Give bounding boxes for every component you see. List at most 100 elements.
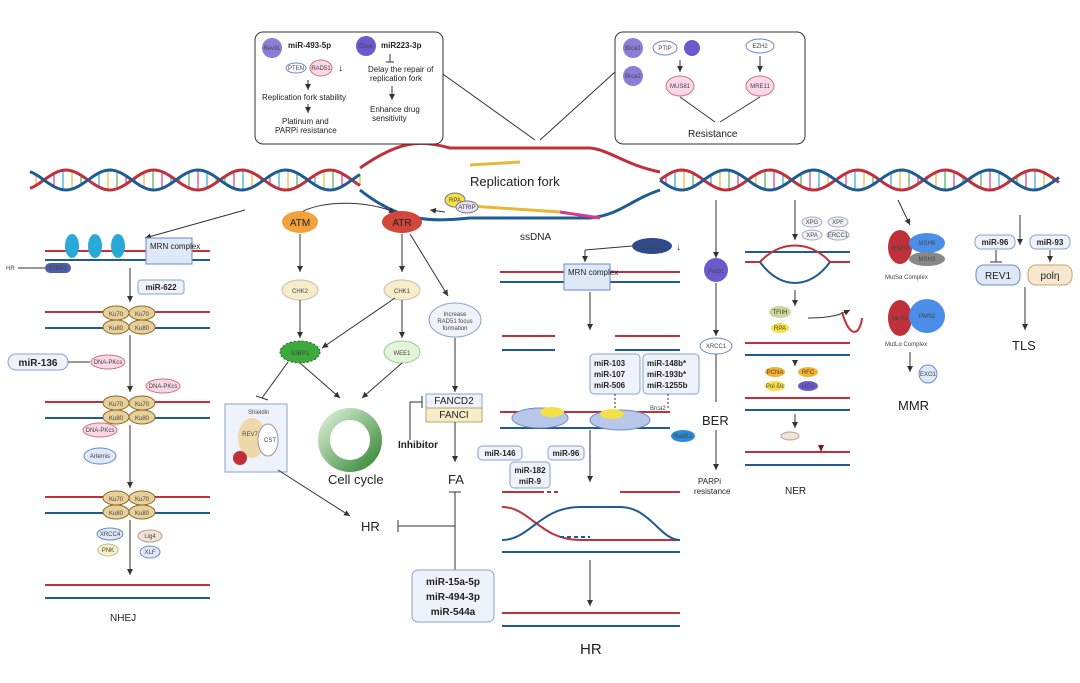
- mrn-complex-label: MRN complex: [150, 242, 200, 251]
- svg-text:miR-96: miR-96: [982, 238, 1009, 247]
- svg-text:PMS2: PMS2: [919, 314, 936, 320]
- svg-text:replication fork: replication fork: [370, 74, 423, 83]
- svg-text:MutLα Complex: MutLα Complex: [885, 342, 927, 348]
- svg-text:miR-193b*: miR-193b*: [647, 370, 687, 379]
- ber-pathway: Parp1 XRCC1 BER PARPi resistance: [694, 200, 733, 496]
- svg-text:LIG1: LIG1: [801, 384, 815, 390]
- svg-text:Replication fork stability: Replication fork stability: [262, 93, 346, 102]
- svg-text:Lig4: Lig4: [144, 534, 156, 540]
- svg-text:EXO1: EXO1: [920, 372, 937, 378]
- svg-text:Ku70: Ku70: [135, 402, 150, 408]
- svg-text:Ku80: Ku80: [109, 416, 124, 422]
- svg-text:Ku70: Ku70: [135, 497, 150, 503]
- svg-text:CHK1: CHK1: [394, 289, 411, 295]
- ner-pathway: XPG XPF XPA ERCC1 TFIIH RPA PCNA RFC Pol…: [745, 200, 863, 497]
- svg-text:RAD51: RAD51: [311, 66, 331, 72]
- hr-label: HR: [580, 641, 602, 658]
- inhibitor-label: Inhibitor: [398, 440, 438, 451]
- svg-text:Ebox: Ebox: [359, 44, 373, 50]
- fanci-label: FANCI: [439, 410, 468, 421]
- svg-text:Enhance drug: Enhance drug: [370, 105, 420, 114]
- svg-text:Platinum and: Platinum and: [282, 117, 329, 126]
- svg-text:XRCC1: XRCC1: [706, 344, 727, 350]
- checkpoint-pathway: ATM ATR CHK2 CHK1 Increase RAD51 focus f…: [224, 202, 495, 623]
- ber-label: BER: [702, 413, 729, 428]
- svg-text:53BP1: 53BP1: [49, 266, 68, 272]
- svg-text:Ku70: Ku70: [109, 497, 124, 503]
- svg-text:miR-107: miR-107: [594, 370, 626, 379]
- ner-label: NER: [785, 486, 806, 497]
- svg-text:ATM: ATM: [290, 218, 310, 229]
- svg-text:XPF: XPF: [832, 220, 844, 226]
- svg-text:Ku80: Ku80: [135, 511, 150, 517]
- svg-text:RAD51 focus: RAD51 focus: [437, 319, 472, 325]
- svg-text:formation: formation: [442, 326, 467, 332]
- cell-cycle-label: Cell cycle: [328, 472, 384, 487]
- svg-text:Ku70: Ku70: [135, 312, 150, 318]
- svg-text:Pol δ/ε: Pol δ/ε: [766, 384, 784, 390]
- cell-cycle-ring: [318, 408, 382, 472]
- svg-text:DNA-PKcs: DNA-PKcs: [94, 360, 123, 366]
- svg-text:MutSα Complex: MutSα Complex: [885, 275, 928, 281]
- atr-node: [382, 211, 422, 233]
- svg-text:XPA: XPA: [806, 233, 818, 239]
- svg-text:MUS81: MUS81: [670, 84, 691, 90]
- tls-pathway: miR-96 miR-93 REV1 polη TLS: [974, 215, 1073, 353]
- svg-text:Shieldin: Shieldin: [248, 410, 269, 416]
- svg-text:miR-1255b: miR-1255b: [647, 381, 688, 390]
- svg-text:Brca1: Brca1: [625, 46, 641, 52]
- mir-136-label: miR-136: [19, 358, 58, 369]
- svg-text:↓: ↓: [676, 242, 681, 253]
- svg-text:DNA-PKcs: DNA-PKcs: [86, 428, 115, 434]
- dynll1-node: [632, 238, 672, 254]
- fa-label: FA: [448, 472, 464, 487]
- svg-text:miR-148b*: miR-148b*: [647, 359, 687, 368]
- svg-text:Artemis: Artemis: [90, 454, 110, 460]
- parp1-node: [704, 258, 728, 282]
- atrip-node: [455, 200, 479, 214]
- svg-text:REV1: REV1: [985, 271, 1012, 282]
- svg-text:Ku80: Ku80: [109, 511, 124, 517]
- svg-text:MRE11: MRE11: [750, 84, 770, 90]
- svg-text:PNK: PNK: [102, 548, 114, 554]
- svg-text:PTIP: PTIP: [658, 46, 671, 52]
- hr-pathway: DYNLL1 ↓ MRN complex miR-103 miR-107 miR…: [477, 238, 700, 658]
- svg-text:MLH1: MLH1: [892, 316, 909, 322]
- svg-text:ATRIP: ATRIP: [458, 205, 475, 211]
- svg-text:miR-9: miR-9: [519, 477, 542, 486]
- svg-text:CST: CST: [264, 438, 276, 444]
- hr-checkpoint-label: HR: [361, 519, 380, 534]
- svg-text:miR-103: miR-103: [594, 359, 626, 368]
- svg-text:↓: ↓: [338, 63, 343, 74]
- mmr-pathway: MSH2 MSH6 MSH3 MutSα Complex MLH1 PMS2 M…: [885, 199, 945, 413]
- svg-text:DNA-PKcs: DNA-PKcs: [149, 384, 178, 390]
- svg-text:Ku80: Ku80: [135, 416, 150, 422]
- svg-text:PTEN: PTEN: [288, 66, 304, 72]
- svg-text:miR-506: miR-506: [594, 381, 626, 390]
- mmr-label: MMR: [898, 398, 929, 413]
- svg-text:Delay the repair of: Delay the repair of: [368, 65, 434, 74]
- mir-622-label: miR-622: [145, 283, 177, 292]
- svg-text:Parp1: Parp1: [708, 269, 725, 275]
- svg-text:REV7: REV7: [242, 432, 258, 438]
- svg-text:ERCC1: ERCC1: [828, 233, 849, 239]
- svg-text:PCNA: PCNA: [767, 370, 784, 376]
- svg-text:PARPi: PARPi: [698, 477, 721, 486]
- svg-text:WEE1: WEE1: [393, 351, 411, 357]
- svg-text:resistance: resistance: [694, 487, 731, 496]
- svg-text:Ku70: Ku70: [109, 312, 124, 318]
- svg-text:Brca2: Brca2: [650, 406, 666, 412]
- svg-text:Ku80: Ku80: [135, 326, 150, 332]
- svg-text:Rad51: Rad51: [674, 434, 692, 440]
- svg-text:RPA: RPA: [774, 326, 786, 332]
- svg-text:miR-15a-5p: miR-15a-5p: [426, 577, 480, 588]
- main-dna-helix: [29, 168, 1060, 192]
- svg-text:XPG: XPG: [806, 220, 819, 226]
- fancd2-label: FANCD2: [434, 396, 474, 407]
- replication-fork-label: Replication fork: [470, 174, 560, 189]
- svg-text:MSH6: MSH6: [919, 241, 936, 247]
- svg-text:CHK2: CHK2: [292, 289, 309, 295]
- ssdna-label: ssDNA: [520, 232, 551, 243]
- svg-text:miR-146: miR-146: [484, 449, 516, 458]
